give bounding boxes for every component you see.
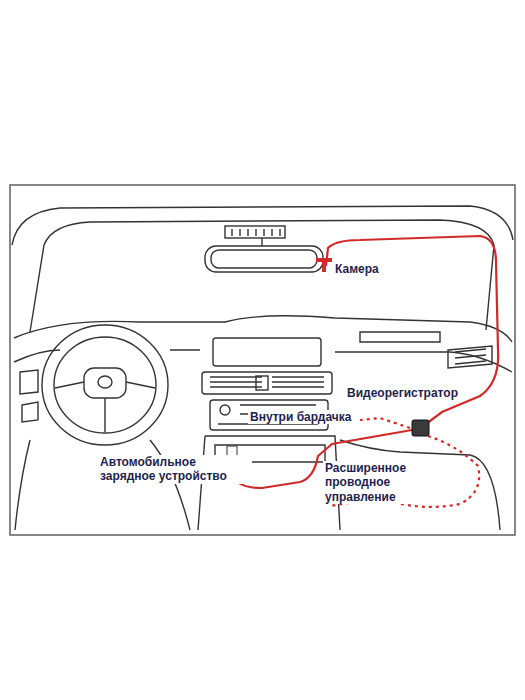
- steering-wheel: [42, 325, 168, 445]
- part-label: Камера: [333, 262, 381, 276]
- steering-wheel-inner: [54, 337, 156, 433]
- mirror-glass: [211, 250, 317, 268]
- vent-slats: [232, 229, 280, 236]
- logo: [98, 376, 112, 388]
- camera-symbol: [316, 258, 332, 272]
- rear-view-mirror: [205, 246, 323, 272]
- knob: [220, 405, 230, 415]
- camera-cable: [326, 236, 498, 424]
- mirror-mount: [261, 238, 262, 246]
- dvr-unit: [412, 420, 429, 436]
- center-vents: [202, 372, 332, 394]
- top-vent: [225, 226, 285, 238]
- steering-hub: [84, 368, 126, 398]
- roof-edge: [12, 206, 513, 245]
- lower-dash: [15, 440, 190, 530]
- right-vent: [448, 346, 492, 368]
- hazard-button: [256, 376, 268, 390]
- vent-slats: [455, 349, 486, 364]
- part-label: Расширенное проводное управление: [323, 461, 427, 504]
- screen: [213, 338, 321, 366]
- glovebox-cable: [360, 418, 410, 428]
- frame: [10, 185, 515, 535]
- part-label: Видеорегистратор: [345, 386, 460, 400]
- part-label: Автомобильное зарядное устройство: [98, 455, 252, 484]
- steering-spokes: [55, 382, 155, 432]
- part-label: Внутри бардачка: [248, 410, 353, 424]
- vent-slats: [210, 377, 324, 387]
- left-vents: [20, 370, 38, 422]
- dash-trim: [360, 332, 440, 342]
